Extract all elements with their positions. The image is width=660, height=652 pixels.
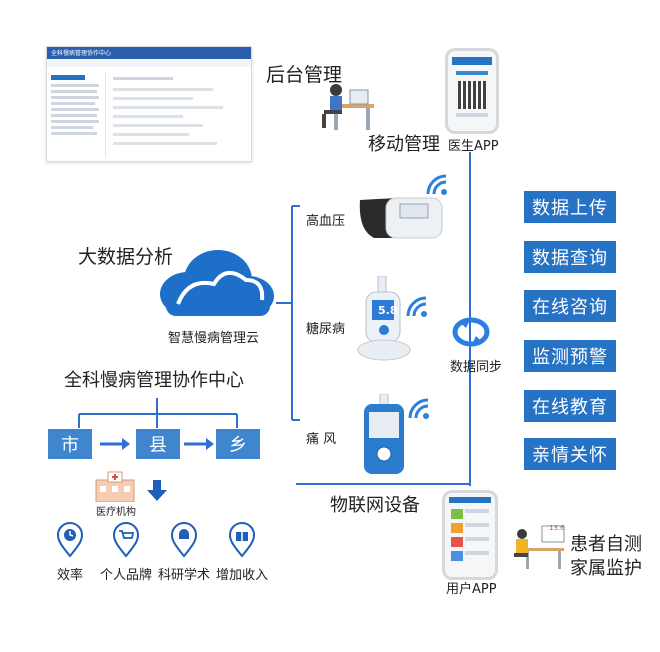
uric-acid-meter-icon (364, 394, 404, 474)
admin-title: 后台管理 (266, 64, 343, 86)
glucose-reading: 5.8 (378, 304, 398, 317)
feature-family-care[interactable]: 亲情关怀 (524, 438, 616, 470)
benefit-personal-brand: 个人品牌 (99, 568, 152, 583)
blood-pressure-monitor-icon (359, 197, 443, 239)
benefit-efficiency: 效率 (56, 568, 83, 583)
patient-line2: 家属监护 (570, 558, 642, 579)
bell-pin-icon (170, 522, 198, 558)
doctor-app-label: 医生APP (448, 139, 499, 154)
wifi-icon-1 (426, 174, 447, 195)
admin-header-bar: 全科慢病管理协作中心 (47, 47, 251, 59)
arrow-right-icon-2 (184, 438, 214, 450)
gift-pin-icon (228, 522, 256, 558)
feature-online-consult[interactable]: 在线咨询 (524, 290, 616, 322)
device-label-diabetes: 糖尿病 (306, 322, 346, 337)
doctor-app-phone (445, 48, 499, 134)
office-worker-icon (322, 84, 374, 130)
sync-label: 数据同步 (450, 360, 503, 375)
user-app-phone (442, 490, 498, 580)
user-app-label: 用户APP (446, 582, 497, 597)
feature-online-education[interactable]: 在线教育 (524, 390, 616, 422)
level-county: 县 (136, 429, 180, 459)
admin-sidebar (51, 73, 106, 157)
admin-content (113, 75, 245, 155)
hospital-icon (95, 471, 135, 502)
qr-code-icon (458, 81, 486, 109)
admin-screenshot: 全科慢病管理协作中心 (46, 46, 252, 162)
device-label-hypertension: 高血压 (306, 214, 346, 229)
glucose-meter-icon (357, 276, 411, 361)
feature-data-query[interactable]: 数据查询 (524, 241, 616, 273)
benefit-income: 增加收入 (215, 568, 268, 583)
cloud-icon (160, 250, 274, 316)
iot-label: 物联网设备 (330, 495, 420, 516)
level-township: 乡 (216, 429, 260, 459)
big-data-heading: 大数据分析 (78, 246, 174, 268)
device-label-gout: 痛 风 (306, 432, 337, 447)
arrow-right-icon-1 (100, 438, 130, 450)
admin-header-title: 全科慢病管理协作中心 (51, 50, 112, 57)
mobile-title: 移动管理 (368, 134, 440, 155)
cart-pin-icon (112, 522, 140, 558)
wifi-icon-3 (408, 398, 429, 419)
clock-pin-icon (56, 522, 84, 558)
cloud-label: 智慧慢病管理云 (168, 331, 260, 346)
institution-label: 医疗机构 (96, 507, 136, 518)
patient-screen-value: 13.6 (549, 524, 565, 532)
sync-icon (452, 317, 490, 347)
arrow-down-icon (147, 480, 167, 501)
feature-data-upload[interactable]: 数据上传 (524, 191, 616, 223)
benefit-research: 科研学术 (157, 568, 210, 583)
feature-monitor-alert[interactable]: 监测预警 (524, 340, 616, 372)
wifi-icon-2 (406, 296, 427, 317)
patient-desk-icon (514, 525, 565, 569)
level-city: 市 (48, 429, 92, 459)
patient-line1: 患者自测 (570, 534, 642, 555)
center-heading: 全科慢病管理协作中心 (64, 370, 244, 391)
admin-tab-strip (47, 59, 251, 67)
